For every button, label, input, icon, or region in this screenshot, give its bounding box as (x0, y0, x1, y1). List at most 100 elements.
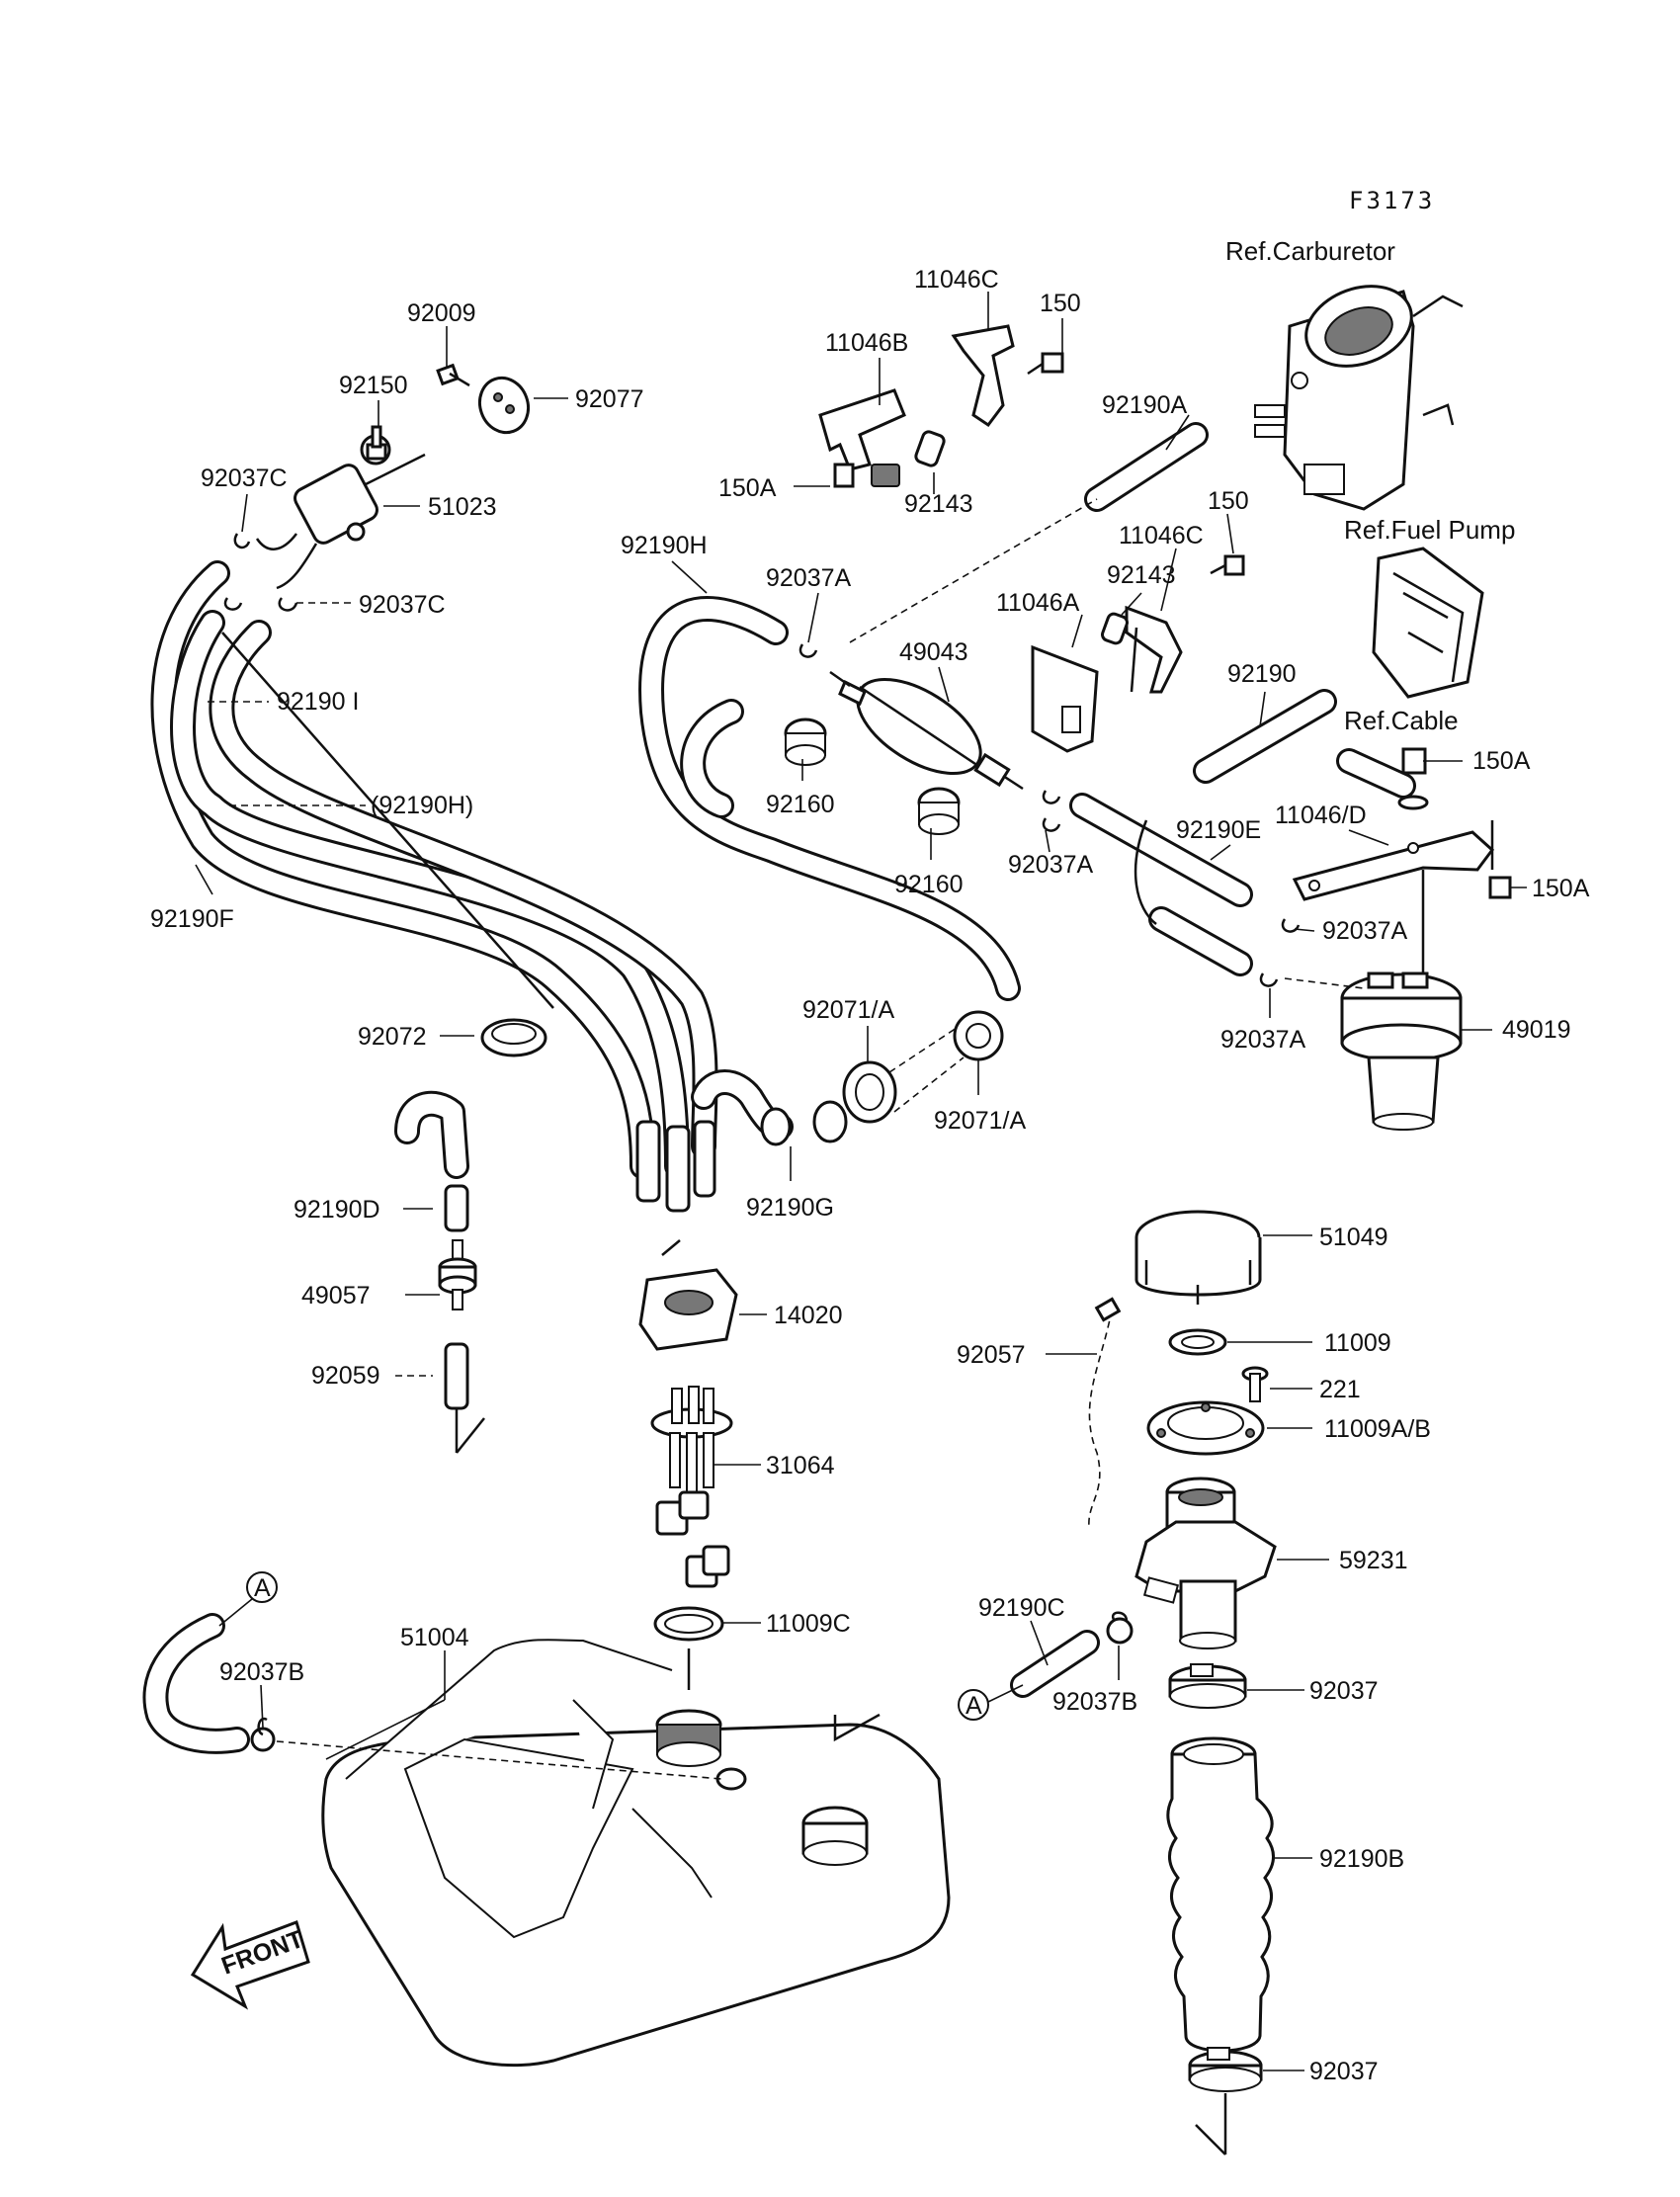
gasket-11009c (653, 1606, 724, 1690)
label-59231: 59231 (1339, 1547, 1408, 1574)
hose-92059 (444, 1342, 485, 1454)
label-92150: 92150 (339, 372, 408, 399)
label-14020: 14020 (774, 1302, 843, 1329)
ref-marker-a-left: A (218, 1571, 278, 1627)
label-92037-bot: 92037 (1309, 2058, 1379, 2085)
grommet-92160-bot (917, 787, 961, 835)
leader-lines (195, 292, 1527, 2071)
clip-92037a-top (798, 643, 818, 658)
label-49019: 49019 (1502, 1016, 1571, 1044)
label-92190f: 92190F (150, 905, 234, 933)
label-92072: 92072 (358, 1023, 427, 1051)
label-11009c: 11009C (766, 1610, 851, 1638)
hose-92190c (1010, 1630, 1100, 1698)
label-150a-right: 150A (1472, 747, 1531, 775)
fuel-tube-assy-31064 (650, 1386, 733, 1588)
plate-11046a (1031, 644, 1099, 753)
label-150-mid: 150 (1208, 487, 1249, 515)
label-92037a-top: 92037A (766, 564, 852, 592)
label-92190c: 92190C (978, 1594, 1065, 1622)
label-92190e: 92190E (1176, 816, 1261, 844)
sleeve-92143-mid (1101, 612, 1129, 645)
tether-92057 (1088, 1297, 1122, 1528)
hose-92190 (1193, 689, 1337, 784)
grommet-92160-top (784, 718, 827, 766)
ref-marker-a-right: A (958, 1684, 1024, 1721)
label-92160-top: 92160 (766, 791, 835, 818)
label-51049: 51049 (1319, 1224, 1388, 1251)
label-92037b-left: 92037B (219, 1658, 304, 1686)
fuel-tank-51004 (321, 1639, 951, 2068)
label-92190d: 92190D (294, 1196, 380, 1224)
label-11046b: 11046B (825, 329, 908, 357)
filler-neck-59231 (1134, 1477, 1277, 1649)
hose-92190d (394, 1090, 469, 1232)
sleeve-92143-top (914, 430, 946, 467)
fuel-pump-ref (1372, 547, 1484, 699)
label-92037c-top: 92037C (201, 465, 288, 492)
clip-92037a-mid (1042, 790, 1061, 832)
label-150-top: 150 (1040, 290, 1081, 317)
bolt-150-top (1027, 352, 1064, 376)
label-92057: 92057 (957, 1341, 1026, 1369)
label-49057: 49057 (301, 1282, 371, 1310)
label-49043: 49043 (899, 638, 968, 666)
cable-line (221, 632, 554, 1009)
knob-92077 (477, 376, 531, 435)
label-11046c-mid: 11046C (1119, 522, 1204, 549)
label-92059: 92059 (311, 1362, 380, 1390)
label-92077: 92077 (575, 385, 644, 413)
label-92190g: 92190G (746, 1194, 834, 1222)
bracket-11046c-top (951, 324, 1015, 428)
label-92143-top: 92143 (904, 490, 973, 518)
clip-92037b-right (1106, 1611, 1134, 1645)
part-labels: Ref.Carburetor Ref.Fuel Pump Ref.Cable 9… (150, 236, 1590, 2085)
label-92190h: 92190H (621, 532, 708, 559)
cable-rod (1336, 747, 1429, 810)
fuel-filter-cup-49019 (1340, 972, 1463, 1131)
bracket-11046c-mid (1125, 605, 1183, 694)
bolt-92009 (436, 363, 470, 387)
label-92071a-bot: 92071/A (934, 1107, 1026, 1135)
ring-11009ab (1146, 1400, 1265, 1456)
bracket-11046b (818, 388, 906, 487)
label-92037a-bot: 92037A (1220, 1026, 1306, 1054)
label-92143-mid: 92143 (1107, 561, 1176, 589)
label-31064: 31064 (766, 1452, 835, 1479)
carburetor-ref (1254, 285, 1464, 511)
hose-sleeve-1 (635, 1120, 661, 1203)
label-92037-top: 92037 (1309, 1677, 1379, 1705)
clamp-92037-bot (1188, 2047, 1263, 2155)
label-11046c-top: 11046C (914, 266, 999, 294)
label-150a-top: 150A (718, 474, 777, 502)
label-92009: 92009 (407, 299, 476, 327)
label-221: 221 (1319, 1376, 1361, 1403)
cap-51049 (1134, 1210, 1262, 1305)
label-150a-right2: 150A (1532, 875, 1590, 902)
label-92037b-right: 92037B (1052, 1688, 1137, 1716)
label-92037a-right: 92037A (1322, 917, 1408, 945)
collar-92071a (760, 1010, 1004, 1146)
label-ref-carburetor: Ref.Carburetor (1225, 236, 1395, 266)
label-92190h-ref: (92190H) (371, 792, 473, 819)
hose-92190a (849, 422, 1209, 643)
label-11009: 11009 (1324, 1329, 1391, 1357)
check-valve-49057 (438, 1239, 477, 1310)
label-92071a-top: 92071/A (802, 996, 894, 1024)
label-92190: 92190 (1227, 660, 1297, 688)
fuel-cock-51023 (255, 434, 426, 590)
label-92037a-mid: 92037A (1008, 851, 1094, 879)
ref-marker-a-right-text: A (966, 1692, 982, 1720)
hose-sleeve-3 (693, 1120, 716, 1198)
front-arrow-icon: FRONT (190, 1920, 310, 2010)
label-ref-fuel-pump: Ref.Fuel Pump (1344, 515, 1515, 545)
label-11046d: 11046/D (1275, 802, 1367, 829)
bolt-150-mid (1210, 554, 1245, 576)
bellows-hose-92190b (1166, 1736, 1275, 2053)
clip-92037a-right (1259, 918, 1365, 989)
label-92190i: 92190 I (277, 688, 359, 716)
label-11046a: 11046A (996, 589, 1080, 617)
clip-92037c (223, 533, 298, 612)
band-92072 (480, 1018, 547, 1057)
